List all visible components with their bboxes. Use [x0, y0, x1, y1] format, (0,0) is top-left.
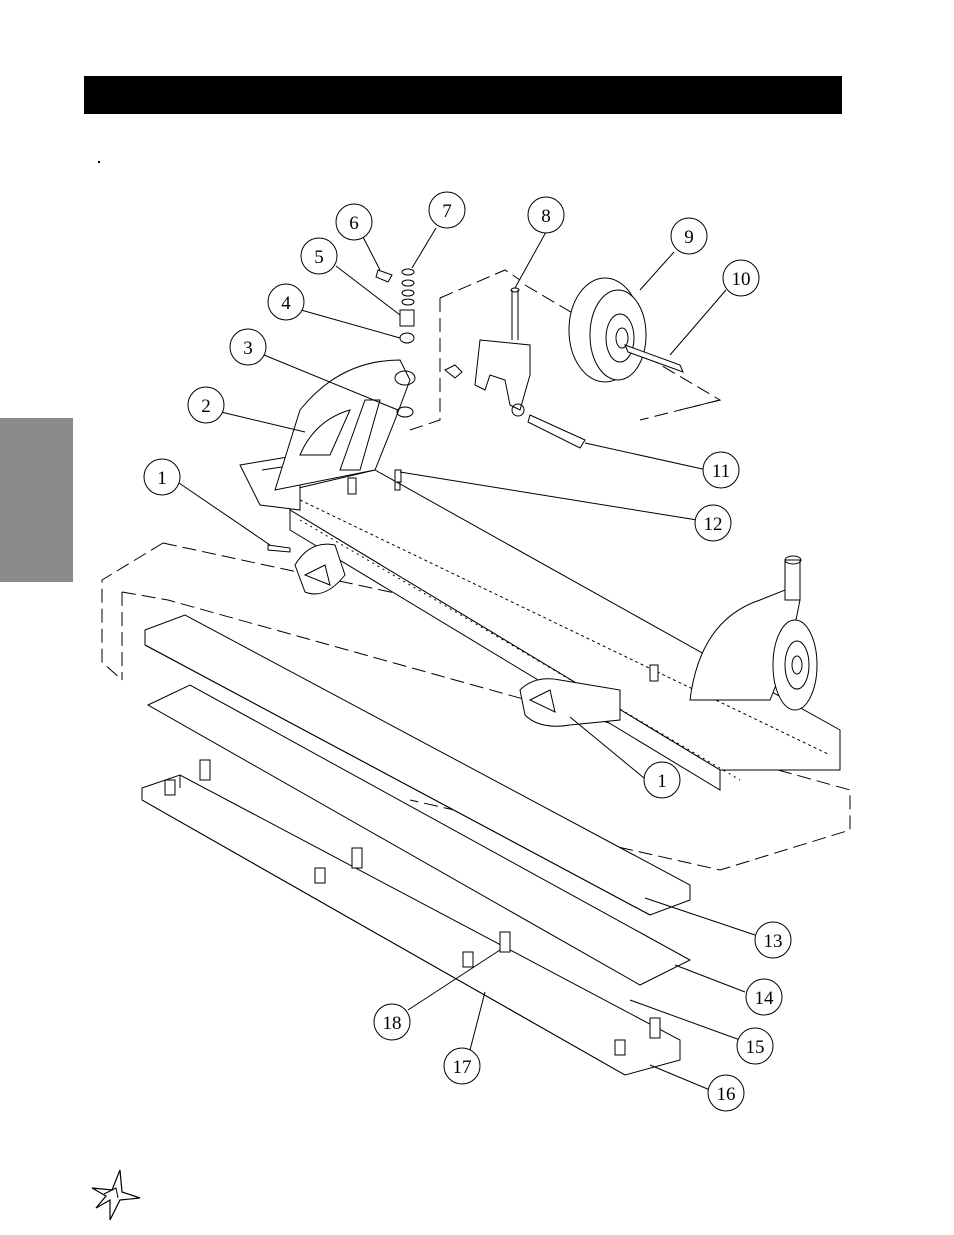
callout-1-bottom: 1 [644, 762, 680, 798]
callout-7: 7 [429, 192, 465, 228]
svg-text:6: 6 [349, 213, 359, 234]
callout-13: 13 [755, 922, 791, 958]
callout-6: 6 [336, 204, 372, 240]
svg-text:1: 1 [657, 771, 667, 792]
svg-text:2: 2 [201, 396, 211, 417]
svg-text:1: 1 [157, 468, 167, 489]
callout-14: 14 [746, 979, 782, 1015]
svg-text:14: 14 [755, 988, 775, 1009]
callout-2: 2 [188, 387, 224, 423]
svg-text:17: 17 [453, 1057, 472, 1078]
callout-11: 11 [703, 452, 739, 488]
svg-text:18: 18 [383, 1013, 402, 1034]
callout-12: 12 [695, 505, 731, 541]
callout-18: 18 [374, 1004, 410, 1040]
callout-5: 5 [301, 238, 337, 274]
svg-text:16: 16 [717, 1084, 736, 1105]
svg-text:12: 12 [704, 514, 723, 535]
callout-1-top: 1 [144, 459, 180, 495]
svg-text:3: 3 [243, 338, 253, 359]
callout-8: 8 [528, 197, 564, 233]
wheel [569, 278, 683, 382]
callout-4: 4 [268, 284, 304, 320]
callout-10: 10 [723, 260, 759, 296]
callout-9: 9 [671, 218, 707, 254]
right-arm [690, 556, 817, 710]
left-arm [275, 360, 415, 490]
svg-text:5: 5 [314, 247, 324, 268]
caster-assembly [445, 288, 585, 448]
svg-text:4: 4 [281, 293, 291, 314]
callout-3: 3 [230, 329, 266, 365]
svg-text:8: 8 [541, 206, 551, 227]
svg-text:11: 11 [712, 461, 730, 482]
svg-text:7: 7 [442, 201, 452, 222]
svg-text:9: 9 [684, 227, 694, 248]
callout-15: 15 [737, 1028, 773, 1064]
svg-text:15: 15 [746, 1037, 765, 1058]
callout-16: 16 [708, 1075, 744, 1111]
svg-text:13: 13 [764, 931, 783, 952]
svg-text:10: 10 [732, 269, 751, 290]
callout-17: 17 [444, 1048, 480, 1084]
star-logo-icon [90, 1168, 142, 1222]
